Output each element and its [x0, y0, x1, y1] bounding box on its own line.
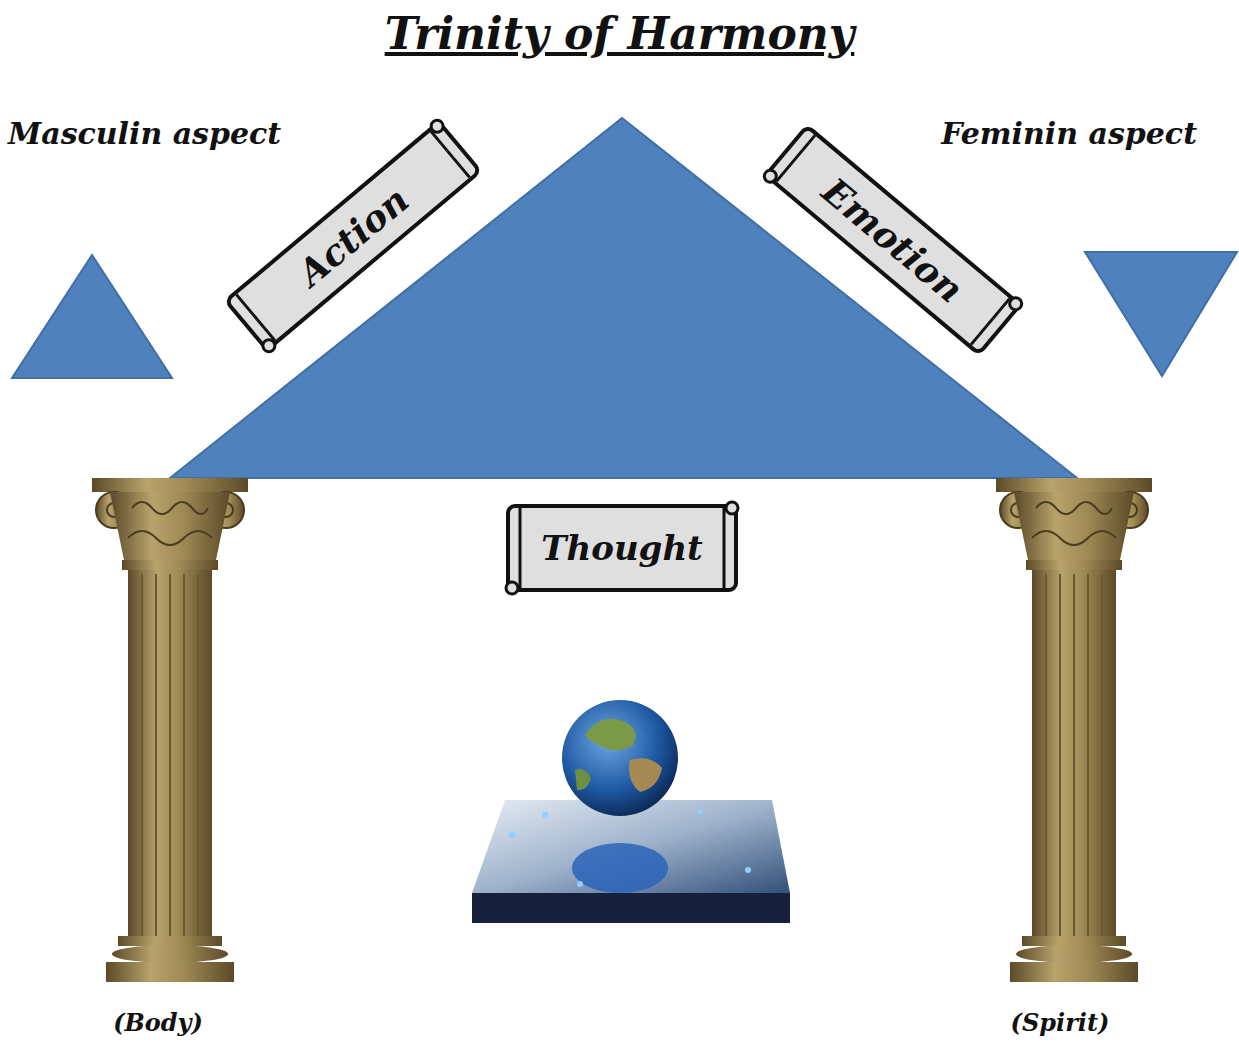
pillar-label: (Body) [113, 1008, 203, 1037]
scroll-banner: Thought [502, 500, 742, 596]
pillar-label: (Spirit) [1011, 1008, 1110, 1037]
scroll-text: Thought [541, 528, 703, 568]
diagram-title: Trinity of Harmony [0, 8, 1239, 59]
aspect-label: Feminin aspect [941, 116, 1197, 151]
aspect-label: Masculin aspect [8, 116, 281, 151]
